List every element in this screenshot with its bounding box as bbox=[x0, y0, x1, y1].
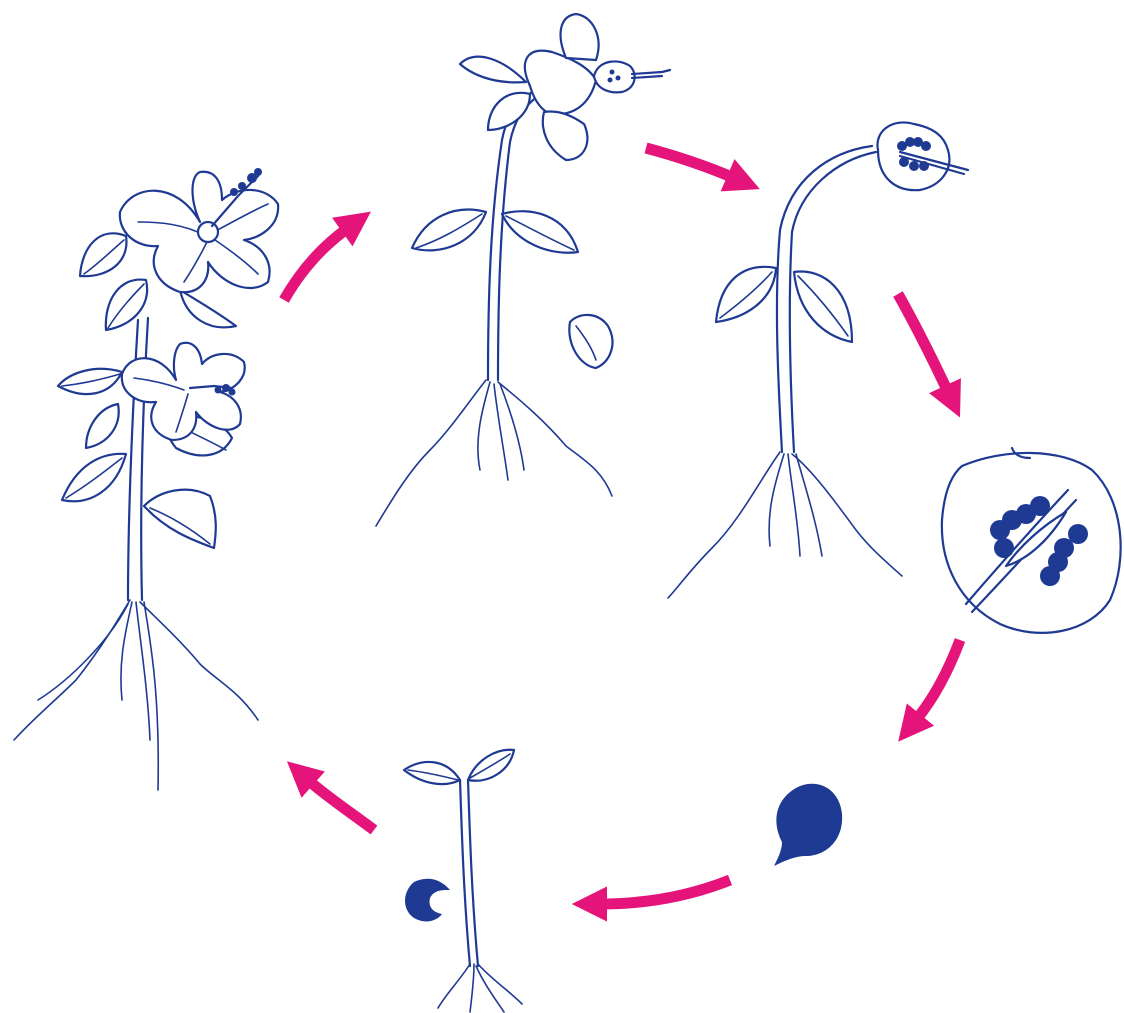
plant-with-fruit-icon bbox=[668, 122, 968, 598]
arrow-flower-to-wilting bbox=[284, 228, 348, 300]
hibiscus-flowering-plant-icon bbox=[14, 168, 278, 790]
cycle-arrows bbox=[284, 148, 960, 904]
arrow-seed-to-seedling bbox=[600, 880, 730, 904]
wilting-flower-plant-icon bbox=[376, 14, 670, 526]
arrow-seedling-to-flower bbox=[308, 780, 374, 830]
seed-icon bbox=[774, 784, 842, 866]
seedling-icon bbox=[404, 750, 522, 1012]
fruit-with-seeds-icon bbox=[942, 448, 1121, 633]
arrow-section-to-seed bbox=[916, 640, 960, 720]
arrow-wilting-to-fruit bbox=[646, 148, 734, 178]
arrow-fruit-to-section bbox=[898, 294, 948, 392]
